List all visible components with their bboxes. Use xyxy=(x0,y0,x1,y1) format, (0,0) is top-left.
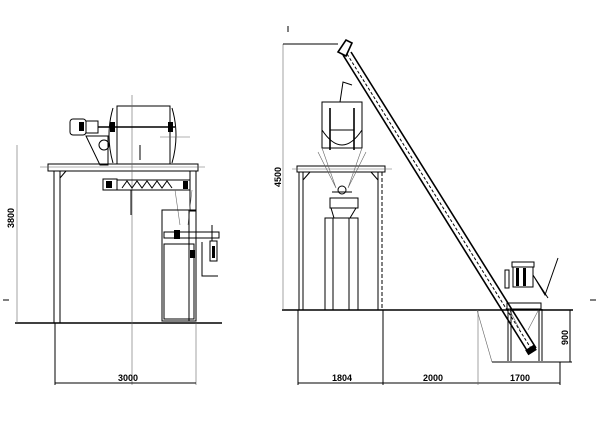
hopper xyxy=(317,81,367,311)
side-width-dimension: 3000 xyxy=(54,323,197,385)
bagging-unit xyxy=(476,257,572,363)
front-height-dimension: 4500 xyxy=(273,43,338,310)
side-view: 3800 3000 xyxy=(3,95,222,385)
pit-depth-dimension: 900 xyxy=(560,310,571,362)
packing-unit xyxy=(161,189,220,322)
dimension-label: 3800 xyxy=(6,208,16,228)
side-height-dimension: 3800 xyxy=(6,145,18,323)
dimension-label: 3000 xyxy=(118,373,138,383)
front-view: 4500 900 1804 2000 1700 xyxy=(273,26,596,385)
mixer-unit xyxy=(69,95,190,385)
dimension-label: 1804 xyxy=(332,373,352,383)
support-frame xyxy=(292,165,392,310)
incline-screw-conveyor xyxy=(336,38,537,356)
support-frame xyxy=(40,163,205,324)
dimension-label: 4500 xyxy=(273,167,283,187)
dimension-label: 2000 xyxy=(423,373,443,383)
screw-conveyor xyxy=(102,178,191,215)
front-width-dimensions: 1804 2000 1700 xyxy=(297,310,561,385)
dimension-label: 1700 xyxy=(510,373,530,383)
dimension-label: 900 xyxy=(560,330,570,345)
